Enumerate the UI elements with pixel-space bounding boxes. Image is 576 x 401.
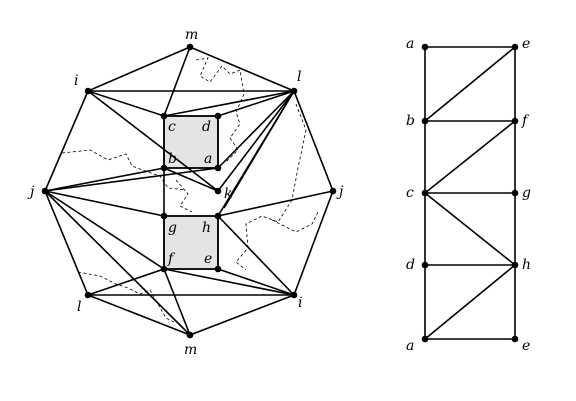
label-c-right: c <box>406 185 414 201</box>
label-h: h <box>202 220 211 236</box>
label-top-left-i: i <box>74 73 78 89</box>
label-right-j: j <box>336 184 344 200</box>
right-graph: a e b f c g d h a e <box>406 36 531 354</box>
label-a: a <box>204 151 212 167</box>
label-e-bottom: e <box>522 338 530 354</box>
label-g-right: g <box>522 185 531 201</box>
left-graph: m i l j j l i m c d b a k g h f e <box>27 27 344 358</box>
label-a-bottom: a <box>406 338 414 354</box>
label-c: c <box>168 119 176 135</box>
label-bottom-right-i: i <box>298 295 302 311</box>
label-b-right: b <box>406 113 415 129</box>
label-e-top: e <box>522 36 530 52</box>
label-b: b <box>168 151 177 167</box>
label-d-right: d <box>406 257 415 273</box>
label-bottom-m: m <box>184 342 197 358</box>
label-top-m: m <box>185 27 198 43</box>
label-d: d <box>202 119 211 135</box>
label-top-right-l: l <box>297 69 301 85</box>
dashed-curves <box>61 57 319 323</box>
label-f: f <box>167 251 176 267</box>
label-k: k <box>224 186 232 202</box>
left-labels: m i l j j l i m c d b a k g h f e <box>27 27 344 358</box>
right-vertices <box>421 43 519 343</box>
label-h-right: h <box>522 257 531 273</box>
right-labels: a e b f c g d h a e <box>406 36 531 354</box>
label-a-top: a <box>406 36 414 52</box>
label-g: g <box>168 220 177 236</box>
left-vertices <box>41 43 337 339</box>
label-left-j: j <box>27 184 35 200</box>
lower-shaded-square <box>163 215 219 270</box>
label-f-right: f <box>521 113 530 129</box>
label-bottom-left-l: l <box>77 299 81 315</box>
label-e: e <box>204 251 212 267</box>
right-edges <box>424 46 516 340</box>
